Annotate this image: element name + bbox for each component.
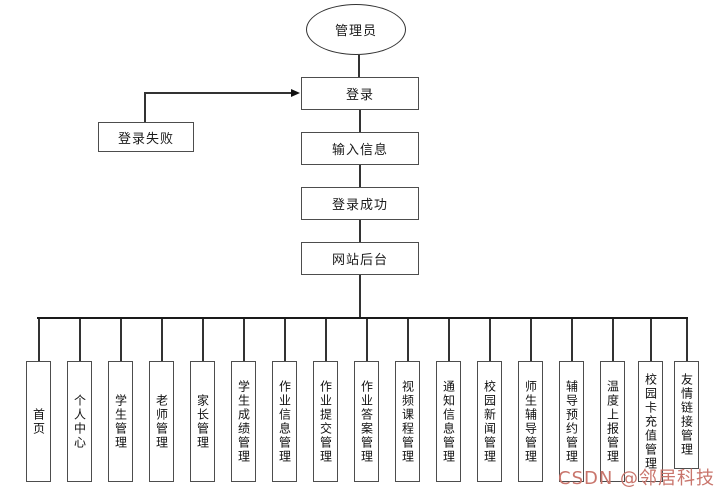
module-box-1: 首页 <box>26 361 51 482</box>
flow-node-login-success: 登录成功 <box>301 187 419 220</box>
module-box-8: 作业提交管理 <box>313 361 338 482</box>
connector-drop-8 <box>325 319 327 361</box>
connector-drop-11 <box>448 319 450 361</box>
connector-drop-10 <box>407 319 409 361</box>
module-box-3: 学生管理 <box>108 361 133 482</box>
module-box-13: 师生辅导管理 <box>518 361 543 482</box>
module-label: 个人中心 <box>72 393 87 450</box>
flow-node-login-label: 登录 <box>345 88 374 103</box>
module-box-17: 友情链接管理 <box>674 361 699 469</box>
module-label: 师生辅导管理 <box>523 379 538 464</box>
connector-success-backend <box>359 220 361 242</box>
flow-node-input-info-label: 输入信息 <box>331 143 388 158</box>
connector-drop-2 <box>79 319 81 361</box>
module-box-5: 家长管理 <box>190 361 215 482</box>
module-box-7: 作业信息管理 <box>272 361 297 482</box>
connector-drop-13 <box>530 319 532 361</box>
flow-node-site-backend: 网站后台 <box>301 242 419 275</box>
arrowhead-into-login <box>291 88 300 97</box>
connector-login-input <box>359 110 361 132</box>
connector-drop-17 <box>686 319 688 361</box>
module-box-2: 个人中心 <box>67 361 92 482</box>
module-box-10: 视频课程管理 <box>395 361 420 482</box>
module-label: 老师管理 <box>154 393 169 450</box>
flow-node-login: 登录 <box>301 77 419 110</box>
module-box-11: 通知信息管理 <box>436 361 461 482</box>
connector-actor-login <box>358 55 360 77</box>
module-box-16: 校园卡充值管理 <box>638 361 663 482</box>
module-box-9: 作业答案管理 <box>354 361 379 482</box>
flow-node-input-info: 输入信息 <box>301 132 419 165</box>
module-label: 校园新闻管理 <box>482 379 497 464</box>
connector-drop-14 <box>571 319 573 361</box>
module-label: 作业信息管理 <box>277 379 292 464</box>
module-label: 学生管理 <box>113 393 128 450</box>
flow-node-login-failed: 登录失败 <box>98 122 194 152</box>
flow-node-login-success-label: 登录成功 <box>331 198 388 213</box>
connector-drop-3 <box>120 319 122 361</box>
connector-input-success <box>359 165 361 187</box>
module-label: 学生成绩管理 <box>236 379 251 464</box>
module-label: 通知信息管理 <box>441 379 456 464</box>
connector-drop-16 <box>650 319 652 361</box>
module-box-6: 学生成绩管理 <box>231 361 256 482</box>
connector-drop-15 <box>612 319 614 361</box>
actor-node-admin: 管理员 <box>306 4 406 55</box>
connector-failed-to-login <box>144 92 292 94</box>
connector-backend-trunk <box>359 275 361 319</box>
watermark-text: CSDN @邻居科技 <box>558 468 716 489</box>
module-box-4: 老师管理 <box>149 361 174 482</box>
connector-failed-up <box>144 93 146 122</box>
trunk-line <box>37 317 688 319</box>
connector-drop-1 <box>38 319 40 361</box>
module-label: 辅导预约管理 <box>564 379 579 464</box>
connector-drop-5 <box>202 319 204 361</box>
module-label: 温度上报管理 <box>605 379 620 464</box>
module-box-14: 辅导预约管理 <box>559 361 584 482</box>
module-box-12: 校园新闻管理 <box>477 361 502 482</box>
flow-node-site-backend-label: 网站后台 <box>331 253 388 268</box>
connector-drop-12 <box>489 319 491 361</box>
module-label: 家长管理 <box>195 393 210 450</box>
flow-node-login-failed-label: 登录失败 <box>117 131 174 147</box>
module-label: 首页 <box>31 407 46 436</box>
connector-drop-9 <box>366 319 368 361</box>
connector-drop-4 <box>161 319 163 361</box>
module-box-15: 温度上报管理 <box>600 361 625 482</box>
module-label: 作业答案管理 <box>359 379 374 464</box>
connector-drop-6 <box>243 319 245 361</box>
module-label: 友情链接管理 <box>679 373 694 457</box>
module-label: 视频课程管理 <box>400 379 415 464</box>
connector-drop-7 <box>284 319 286 361</box>
module-label: 校园卡充值管理 <box>643 372 658 471</box>
actor-label: 管理员 <box>334 24 377 39</box>
module-label: 作业提交管理 <box>318 379 333 464</box>
